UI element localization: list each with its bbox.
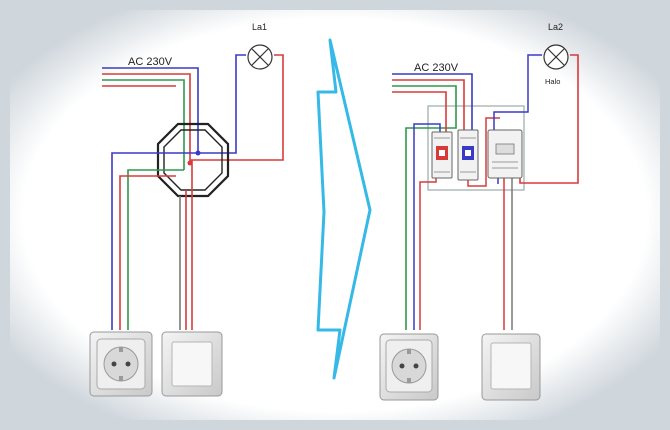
right-lamp-icon: [543, 44, 569, 70]
right-switch-icon: [481, 333, 541, 401]
right-green-wire: [392, 85, 457, 330]
right-box-wires: [413, 54, 542, 330]
right-blue-wire: [392, 73, 473, 132]
left-green-wire: [102, 79, 185, 170]
left-drop-wires: [111, 152, 198, 330]
left-socket-icon: [89, 331, 153, 397]
left-lamp-icon: [247, 44, 273, 70]
left-supply-wires: [102, 54, 246, 170]
right-red-drop: [419, 178, 437, 330]
left-blue-wire: [102, 54, 246, 154]
relay-module-icon: [487, 129, 523, 179]
junction-box-icon: [156, 122, 230, 198]
right-relay-to-lamp: [493, 54, 542, 130]
right-blue-drop: [413, 123, 441, 330]
left-lamp-return-wire: [190, 54, 284, 161]
left-lamp-label: La1: [252, 22, 267, 32]
left-junction-dot-blue: [195, 150, 201, 156]
rcd-breaker-icon: [431, 131, 453, 179]
left-red-wire: [102, 73, 191, 163]
left-junction-dot-red: [187, 160, 193, 166]
right-lamp-return-wire: [519, 54, 579, 184]
right-diagram: AC 230V La2 Halo: [379, 22, 579, 401]
right-socket-icon: [379, 333, 439, 401]
right-rcd-to-relay: [467, 117, 500, 187]
right-red-wire: [392, 79, 465, 132]
left-red-drop: [119, 175, 176, 330]
circuit-breaker-icon: [457, 129, 479, 181]
transition-arrow-icon: [316, 38, 372, 380]
left-green-drop: [127, 169, 184, 330]
left-diagram: AC 230V La1: [89, 22, 284, 397]
right-red-wire-2: [392, 91, 447, 132]
right-lamp-sublabel: Halo: [545, 77, 560, 86]
left-supply-label: AC 230V: [128, 56, 173, 68]
right-lamp-label: La2: [548, 22, 563, 32]
left-switch-icon: [161, 331, 223, 397]
left-blue-drop: [111, 152, 198, 330]
right-supply-label: AC 230V: [414, 62, 459, 74]
right-supply-wires: [392, 73, 473, 330]
